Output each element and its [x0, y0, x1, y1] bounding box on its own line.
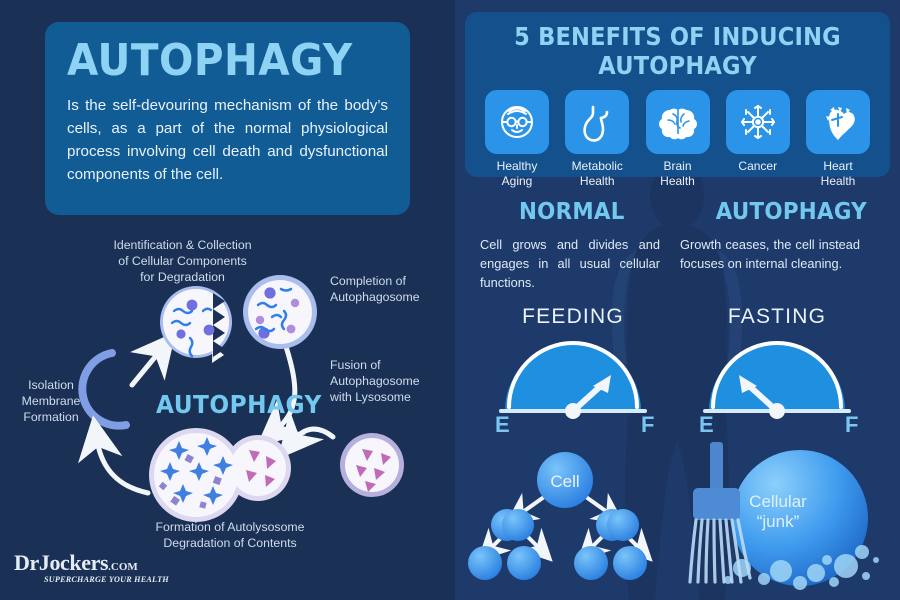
- comparison-section: NORMAL Cell grows and divides and engage…: [455, 195, 900, 325]
- cellular-junk-label: Cellular “junk”: [749, 492, 807, 532]
- benefit-item-healthy-aging[interactable]: Healthy Aging: [481, 90, 553, 189]
- stomach-icon: [583, 105, 609, 142]
- right-panel: 5 BENEFITS OF INDUCING AUTOPHAGY: [455, 0, 900, 600]
- cellular-junk-diagram: [688, 442, 879, 590]
- cycle-label-fusion: Fusion of Autophagosome with Lysosome: [330, 358, 420, 405]
- benefits-list: Healthy Aging Metabolic Health: [475, 90, 880, 189]
- benefit-item-cancer[interactable]: Cancer: [722, 90, 794, 189]
- benefit-label: Brain Health: [660, 159, 695, 188]
- benefits-card: 5 BENEFITS OF INDUCING AUTOPHAGY: [465, 12, 890, 188]
- cell-node: [468, 546, 502, 580]
- cell-division-diagram: Cell: [468, 452, 653, 580]
- cell-node: [507, 546, 541, 580]
- benefit-item-heart-health[interactable]: Heart Health: [802, 90, 874, 189]
- logo-tagline: SUPERCHARGE YOUR HEALTH: [44, 574, 169, 584]
- cycle-label-completion: Completion of Autophagosome: [330, 274, 420, 305]
- benefit-label: Metabolic Health: [571, 159, 623, 188]
- cycle-label-formation: Formation of Autolysosome Degradation of…: [155, 520, 305, 551]
- left-panel: AUTOPHAGY Is the self-devouring mechanis…: [0, 22, 455, 584]
- cell-root-label: Cell: [550, 472, 579, 491]
- logo-name: DrJockers: [14, 549, 109, 575]
- cell-node: [574, 546, 608, 580]
- cell-root-node: [537, 452, 593, 508]
- gauge-max-label: F: [641, 412, 654, 434]
- cycle-graphics: [77, 275, 404, 522]
- broom-icon: [688, 442, 752, 584]
- heart-icon: [826, 107, 855, 140]
- cycle-arrows: [77, 331, 336, 496]
- benefit-tile: [806, 90, 870, 154]
- gauge-title: FASTING: [727, 305, 827, 328]
- benefit-label: Healthy Aging: [496, 159, 538, 188]
- benefit-tile: [645, 90, 710, 154]
- column-heading-autophagy: AUTOPHAGY: [715, 199, 867, 225]
- cell-node: [607, 509, 639, 541]
- cancer-cell-icon: [740, 104, 775, 140]
- autophagy-description: Is the self-devouring mechanism of the b…: [67, 97, 388, 184]
- logo-wordmark: DrJockers.COM: [14, 549, 169, 575]
- brain-icon: [658, 108, 697, 140]
- benefit-item-brain-health[interactable]: Brain Health: [642, 90, 714, 189]
- brand-logo[interactable]: DrJockers.COM SUPERCHARGE YOUR HEALTH: [14, 549, 169, 584]
- gauge-max-label: F: [845, 412, 858, 434]
- cell-lysosome-icon: [340, 433, 404, 497]
- logo-domain: .COM: [108, 560, 138, 573]
- autophagy-cycle-diagram: Identification & Collection of Cellular …: [0, 225, 455, 565]
- gauge-feeding: FEEDING E F: [473, 305, 673, 439]
- gauge-min-label: E: [699, 412, 714, 434]
- benefit-tile: [725, 90, 790, 154]
- benefit-tile: [485, 90, 549, 154]
- gauge-needle: [739, 375, 785, 419]
- benefits-title: 5 BENEFITS OF INDUCING AUTOPHAGY: [514, 22, 841, 80]
- gauge-needle: [565, 375, 611, 419]
- cycle-label-isolation: Isolation Membrane Formation: [21, 378, 81, 425]
- title-card: AUTOPHAGY Is the self-devouring mechanis…: [45, 22, 410, 215]
- benefit-tile: [565, 90, 630, 154]
- elderly-face-icon: [501, 106, 533, 138]
- benefit-item-metabolic-health[interactable]: Metabolic Health: [561, 90, 633, 189]
- gauge-fasting: FASTING E F: [677, 305, 877, 439]
- column-body-autophagy: Growth ceases, the cell instead focuses …: [680, 237, 860, 272]
- column-heading-normal: NORMAL: [518, 199, 625, 225]
- cycle-center-label: AUTOPHAGY: [155, 390, 322, 419]
- cycle-label-identification: Identification & Collection of Cellular …: [113, 238, 252, 285]
- gauge-title: FEEDING: [522, 305, 624, 328]
- page-title: AUTOPHAGY: [67, 35, 353, 86]
- cellular-junk-ball: [732, 450, 868, 586]
- gauge-fasting-graphic: E F: [699, 341, 858, 437]
- cell-node: [502, 509, 534, 541]
- cell-crescent-icon: [160, 286, 232, 363]
- cell-vesicle-icon: [243, 275, 317, 349]
- gauge-feeding-graphic: E F: [495, 341, 654, 437]
- benefit-label: Cancer: [738, 159, 778, 173]
- cell-fused-icon: [149, 428, 291, 522]
- benefit-label: Heart Health: [820, 159, 856, 188]
- cell-node: [613, 546, 647, 580]
- column-body-normal: Cell grows and divides and engages in al…: [480, 237, 660, 291]
- gauge-min-label: E: [495, 412, 510, 434]
